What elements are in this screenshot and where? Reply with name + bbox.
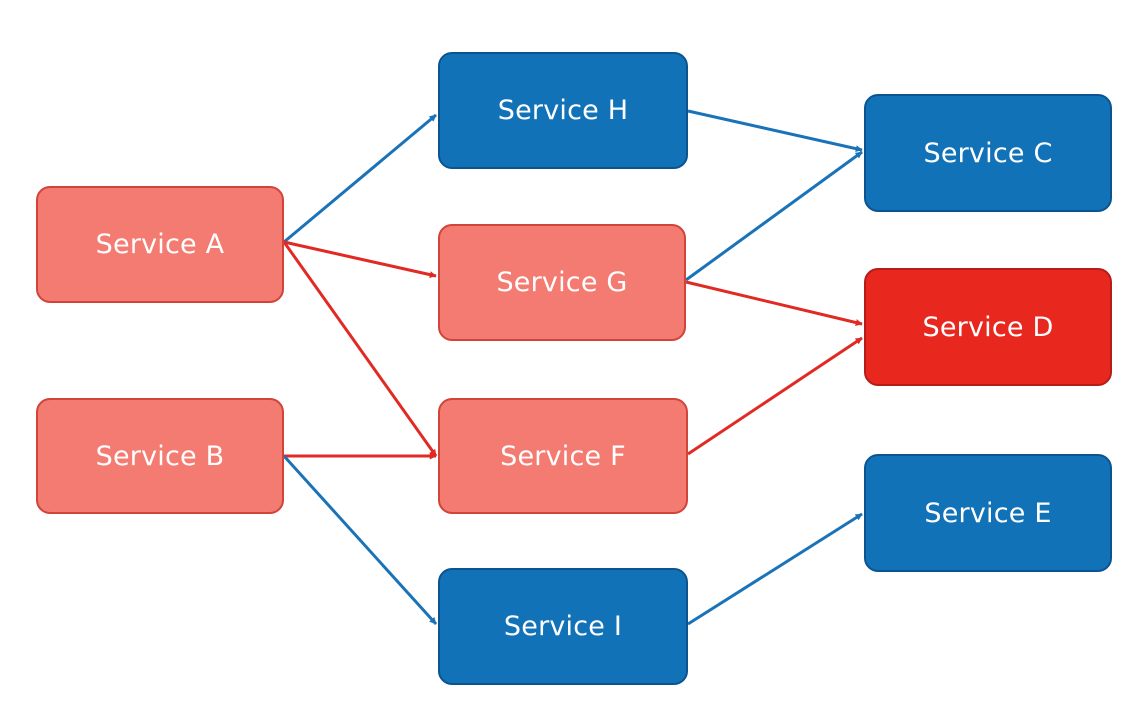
service-b-node: Service B xyxy=(36,398,284,514)
service-g-label: Service G xyxy=(496,267,628,298)
service-g-node: Service G xyxy=(438,224,686,341)
service-b-label: Service B xyxy=(95,440,225,472)
edge-g-to-c xyxy=(685,150,863,282)
edge-f-to-d xyxy=(687,336,863,456)
service-c-node: Service C xyxy=(864,94,1112,212)
edge-a-to-h xyxy=(283,113,437,244)
edge-h-to-c xyxy=(687,109,863,153)
service-a-label: Service A xyxy=(95,229,225,260)
service-d-label: Service D xyxy=(922,311,1054,343)
service-c-label: Service C xyxy=(923,137,1053,169)
service-e-label: Service E xyxy=(924,497,1052,529)
service-h-label: Service H xyxy=(497,95,629,126)
service-i-label: Service I xyxy=(503,611,623,642)
edge-a-to-f xyxy=(282,241,438,457)
edge-a-to-g xyxy=(283,240,437,279)
edge-b-to-i xyxy=(282,454,438,626)
service-e-node: Service E xyxy=(864,454,1112,572)
service-f-label: Service F xyxy=(500,440,626,472)
service-d-node: Service D xyxy=(864,268,1112,386)
service-i-node: Service I xyxy=(438,568,688,685)
edge-g-to-d xyxy=(685,280,863,326)
service-f-node: Service F xyxy=(438,398,688,514)
service-a-node: Service A xyxy=(36,186,284,303)
edge-i-to-e xyxy=(687,512,863,626)
service-h-node: Service H xyxy=(438,52,688,169)
